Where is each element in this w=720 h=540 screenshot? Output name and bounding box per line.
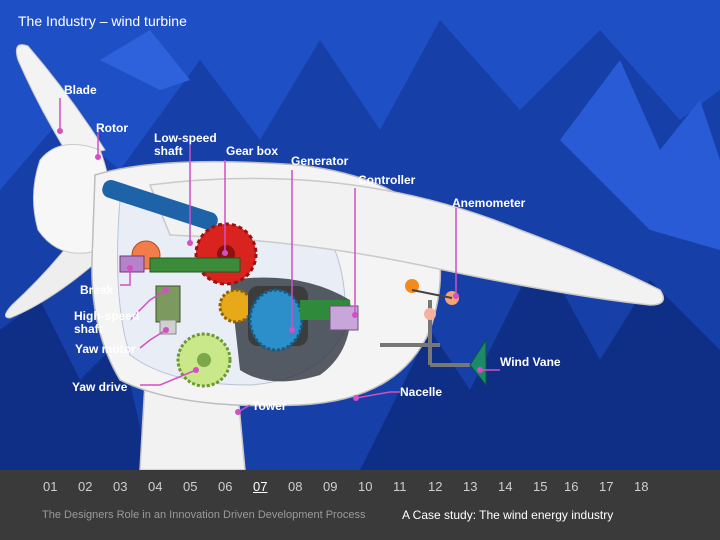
page-link-07-current[interactable]: 07 bbox=[253, 479, 267, 494]
page-link-01[interactable]: 01 bbox=[43, 479, 57, 494]
page-link-03[interactable]: 03 bbox=[113, 479, 127, 494]
page-link-11[interactable]: 11 bbox=[393, 479, 407, 494]
page-link-09[interactable]: 09 bbox=[323, 479, 337, 494]
page-link-08[interactable]: 08 bbox=[288, 479, 302, 494]
label-high-speed-shaft-line2: shaft bbox=[74, 322, 103, 336]
page-link-05[interactable]: 05 bbox=[183, 479, 197, 494]
page-navigation: 01 02 03 04 05 06 07 08 09 10 11 12 13 1… bbox=[0, 479, 720, 497]
label-yaw-motor: Yaw motor bbox=[75, 342, 136, 356]
page-link-10[interactable]: 10 bbox=[358, 479, 372, 494]
page-link-17[interactable]: 17 bbox=[599, 479, 613, 494]
footer-caption-left: The Designers Role in an Innovation Driv… bbox=[42, 509, 365, 521]
page-link-04[interactable]: 04 bbox=[148, 479, 162, 494]
page-link-14[interactable]: 14 bbox=[498, 479, 512, 494]
label-high-speed-shaft-line1: High-speed bbox=[74, 309, 139, 323]
label-controller: Controller bbox=[358, 173, 416, 187]
label-low-speed-shaft-line1: Low-speed bbox=[154, 131, 217, 145]
page-link-06[interactable]: 06 bbox=[218, 479, 232, 494]
label-tower: Tower bbox=[252, 399, 287, 413]
page-link-16[interactable]: 16 bbox=[564, 479, 578, 494]
wind-turbine-illustration: Blade Rotor Low-speed shaft Gear box Gen… bbox=[0, 0, 720, 470]
label-generator: Generator bbox=[291, 154, 349, 168]
page-link-02[interactable]: 02 bbox=[78, 479, 92, 494]
label-nacelle: Nacelle bbox=[400, 385, 442, 399]
label-low-speed-shaft-line2: shaft bbox=[154, 144, 183, 158]
label-rotor: Rotor bbox=[96, 121, 128, 135]
label-gear-box: Gear box bbox=[226, 144, 278, 158]
label-yaw-drive: Yaw drive bbox=[72, 380, 128, 394]
label-wind-vane: Wind Vane bbox=[500, 355, 561, 369]
label-blade: Blade bbox=[64, 83, 97, 97]
page-link-12[interactable]: 12 bbox=[428, 479, 442, 494]
page-link-18[interactable]: 18 bbox=[634, 479, 648, 494]
slide-title: The Industry – wind turbine bbox=[18, 13, 187, 29]
label-break: Break bbox=[80, 283, 114, 297]
footer-caption-right: A Case study: The wind energy industry bbox=[402, 508, 613, 522]
label-anemometer: Anemometer bbox=[452, 196, 526, 210]
page-link-15[interactable]: 15 bbox=[533, 479, 547, 494]
page-link-13[interactable]: 13 bbox=[463, 479, 477, 494]
